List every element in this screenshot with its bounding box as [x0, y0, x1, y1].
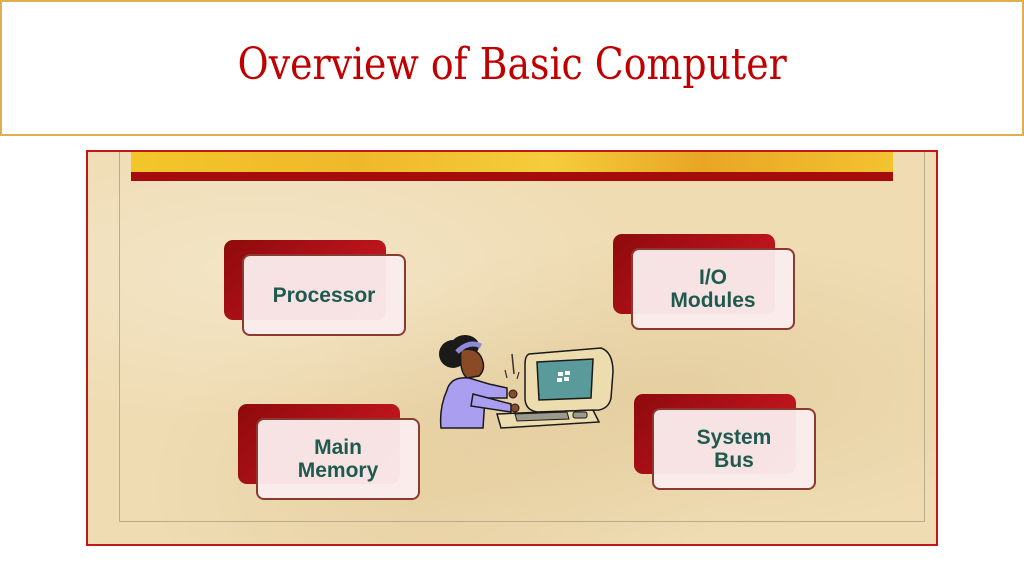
person-using-computer-icon — [433, 332, 623, 437]
card-face: Processor — [242, 254, 406, 336]
red-header-band — [131, 172, 893, 181]
gold-header-band — [131, 152, 893, 172]
title-box: Overview of Basic Computer — [0, 0, 1024, 136]
diagram-frame: Processor I/O Modules Main Memory System… — [86, 150, 938, 546]
card-face: I/O Modules — [631, 248, 795, 330]
io-modules-label-line2: Modules — [670, 289, 756, 312]
card-face: Main Memory — [256, 418, 420, 500]
card-face: System Bus — [652, 408, 816, 490]
slide-title: Overview of Basic Computer — [237, 38, 787, 90]
processor-label: Processor — [272, 283, 376, 307]
system-bus-label-line2: Bus — [714, 449, 754, 472]
inner-border — [119, 152, 925, 522]
main-memory-label-line1: Main — [314, 436, 362, 459]
system-bus-label-line1: System — [696, 426, 772, 449]
io-modules-label-line1: I/O — [698, 266, 727, 289]
main-memory-label-line2: Memory — [297, 459, 379, 482]
